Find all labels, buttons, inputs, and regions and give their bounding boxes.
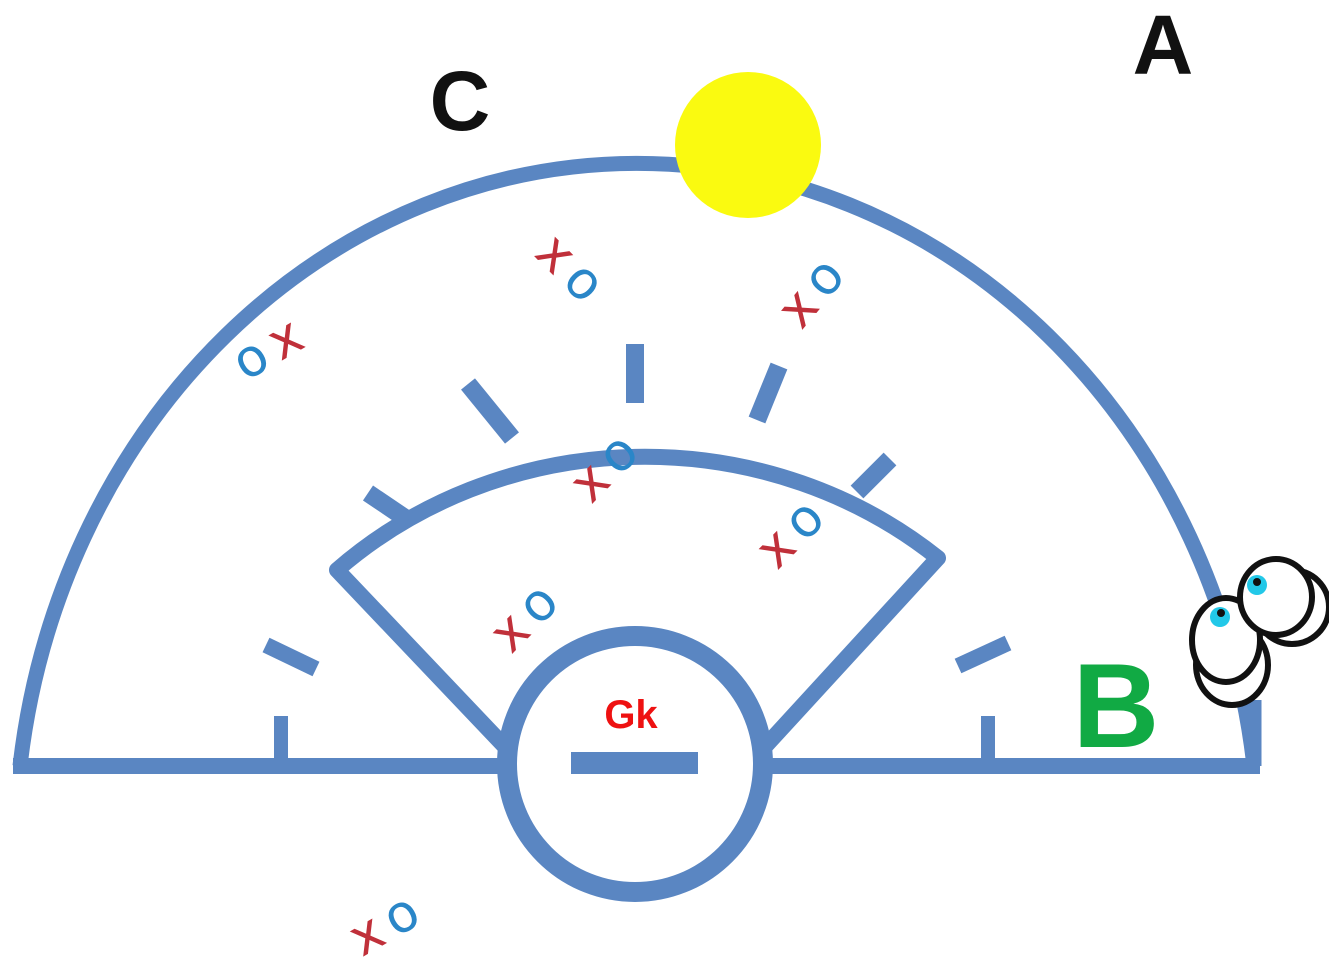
outer-arc xyxy=(12,155,1262,767)
hash-left xyxy=(262,637,320,677)
player-pair: x o xyxy=(558,421,651,514)
hash-right xyxy=(954,635,1012,674)
goal-crease xyxy=(497,626,773,902)
player-pair: x o xyxy=(338,881,430,959)
label-a: A xyxy=(1133,0,1194,92)
fan-tick-2 xyxy=(461,378,519,444)
yellow-ball-icon xyxy=(675,72,821,218)
fan-tick-4 xyxy=(748,362,788,424)
label-b: B xyxy=(1073,639,1160,773)
player-pair: x o xyxy=(744,487,837,580)
fan-tick-1 xyxy=(362,485,414,528)
label-c: C xyxy=(430,54,491,148)
player-pair: x o xyxy=(765,246,857,339)
fan-tick-5 xyxy=(850,452,897,499)
court-lines xyxy=(12,155,1262,902)
googly-eyes-icon xyxy=(1189,556,1329,708)
player-pair: x o xyxy=(524,222,617,315)
goalkeeper-label: Gk xyxy=(604,693,658,737)
player-pair: x o xyxy=(478,571,571,664)
